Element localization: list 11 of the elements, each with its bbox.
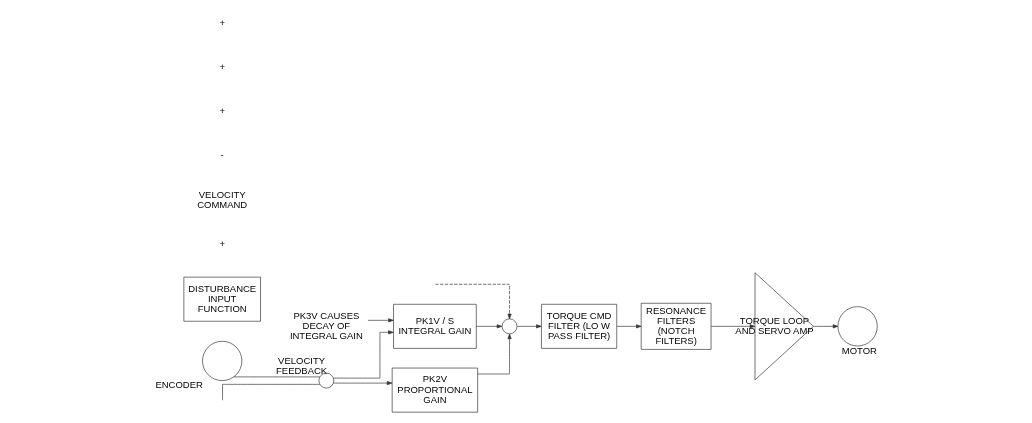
- node-text: PK3V CAUSES DECAY OF INTEGRAL GAIN: [289, 309, 363, 342]
- label: VELOCITY COMMAND: [196, 188, 247, 210]
- node-label: TORQUE LOOP AND SERVO AMP: [734, 314, 814, 336]
- node-label: MOTOR: [841, 344, 877, 356]
- label: +: [218, 104, 225, 116]
- label: +: [218, 16, 225, 28]
- label: +: [218, 60, 225, 72]
- label: -: [220, 148, 224, 160]
- edge-label: VELOCITY FEEDBACK: [275, 355, 327, 377]
- node-label: ENCODER: [154, 379, 203, 391]
- label: +: [218, 238, 225, 250]
